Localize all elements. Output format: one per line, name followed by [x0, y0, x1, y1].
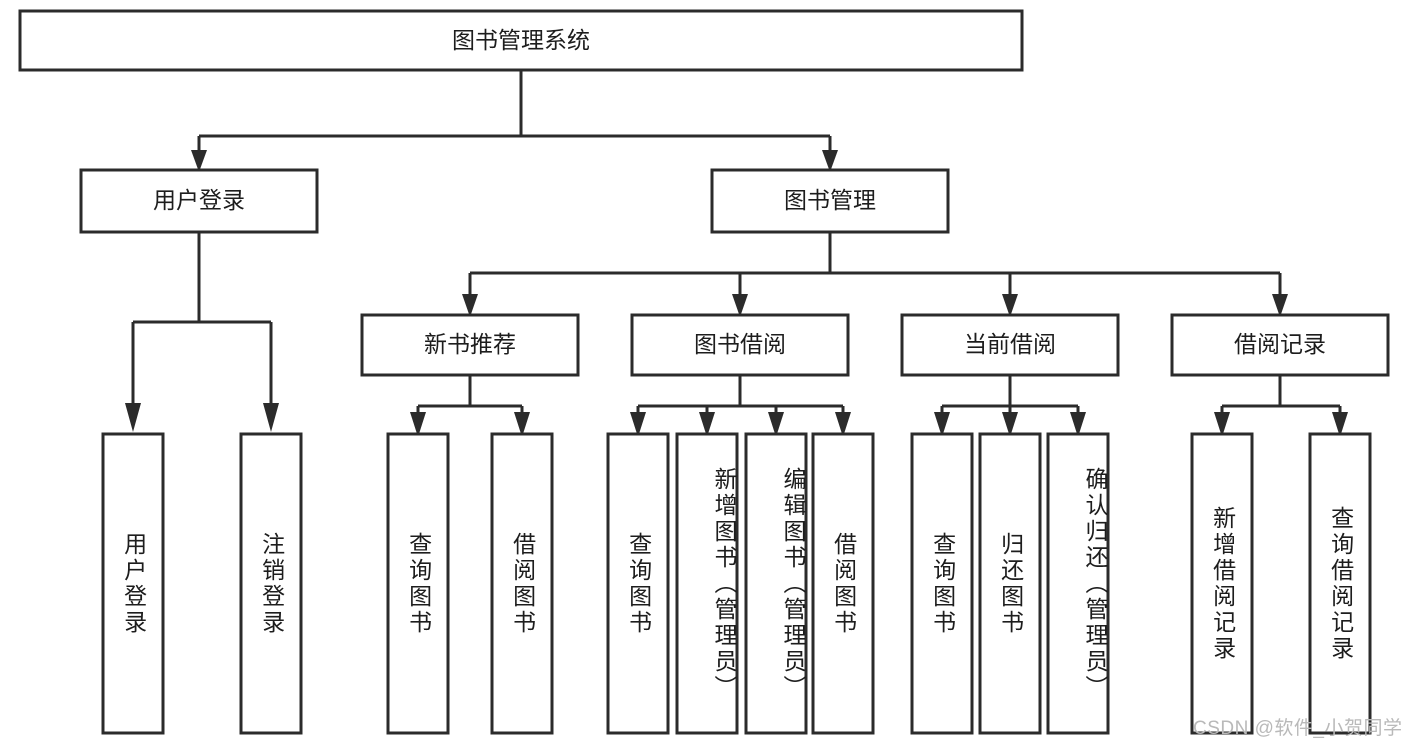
- arrowhead-borrow-record: [1272, 294, 1288, 317]
- arrowhead-br-leaf2: [1332, 412, 1348, 437]
- node-new-book-recommend-label: 新书推荐: [424, 331, 516, 357]
- arrowhead-br-leaf1: [1214, 412, 1230, 437]
- node-root[interactable]: 图书管理系统: [18, 9, 1024, 72]
- leaf-box-book-borrow-2[interactable]: [744, 432, 808, 735]
- leaf-box-book-borrow-1[interactable]: [675, 432, 739, 735]
- arrowhead-bb-leaf3: [768, 412, 784, 437]
- node-book-management-label: 图书管理: [784, 187, 876, 213]
- node-user-login-box[interactable]: [79, 168, 319, 234]
- arrowhead-leaf-logout: [263, 403, 279, 432]
- leaf-box-book-borrow-0[interactable]: [606, 432, 670, 735]
- node-book-management[interactable]: 图书管理: [710, 168, 950, 234]
- node-current-borrow-label: 当前借阅: [964, 331, 1056, 357]
- csdn-watermark: CSDN @软件_小贺同学: [1193, 718, 1403, 739]
- connector-group: [125, 70, 1348, 437]
- leaf-box-borrow-record-1[interactable]: [1308, 432, 1372, 735]
- node-book-borrow[interactable]: 图书借阅: [630, 313, 850, 377]
- arrowhead-cb-leaf1: [934, 412, 950, 437]
- leaf-box-current-borrow-2[interactable]: [1046, 432, 1110, 735]
- leaf-box-new-book-0[interactable]: [386, 432, 450, 735]
- node-new-book-recommend-box[interactable]: [360, 313, 580, 377]
- arrowhead-leaf-user-login: [125, 403, 141, 432]
- leaf-box-book-borrow-3[interactable]: [811, 432, 875, 735]
- node-borrow-record[interactable]: 借阅记录: [1170, 313, 1390, 377]
- node-book-management-box[interactable]: [710, 168, 950, 234]
- arrowhead-bb-leaf4: [835, 412, 851, 437]
- node-current-borrow[interactable]: 当前借阅: [900, 313, 1120, 377]
- arrowhead-book-borrow: [732, 294, 748, 317]
- leaf-box-borrow-record-0[interactable]: [1190, 432, 1254, 735]
- arrowhead-cb-leaf3: [1070, 412, 1086, 437]
- node-book-borrow-box[interactable]: [630, 313, 850, 377]
- leaf-box-user-login-0[interactable]: [101, 432, 165, 735]
- leaf-box-new-book-1[interactable]: [490, 432, 554, 735]
- node-book-borrow-label: 图书借阅: [694, 331, 786, 357]
- node-borrow-record-box[interactable]: [1170, 313, 1390, 377]
- node-user-login-label: 用户登录: [153, 187, 245, 213]
- leaf-box-current-borrow-1[interactable]: [978, 432, 1042, 735]
- leaf-box-user-login-1[interactable]: [239, 432, 303, 735]
- leaf-box-current-borrow-0[interactable]: [910, 432, 974, 735]
- arrowhead-current-borrow: [1002, 294, 1018, 317]
- node-user-login[interactable]: 用户登录: [79, 168, 319, 234]
- arrowhead-book-mgmt: [822, 150, 838, 172]
- arrowhead-bb-leaf1: [630, 412, 646, 437]
- arrowhead-new-book: [462, 294, 478, 317]
- arrowhead-nb-leaf2: [514, 412, 530, 437]
- node-current-borrow-box[interactable]: [900, 313, 1120, 377]
- node-new-book-recommend[interactable]: 新书推荐: [360, 313, 580, 377]
- leaf-box-group: [101, 432, 1372, 735]
- node-borrow-record-label: 借阅记录: [1234, 331, 1326, 357]
- node-root-label: 图书管理系统: [452, 27, 590, 53]
- arrowhead-bb-leaf2: [699, 412, 715, 437]
- arrowhead-user-login: [191, 150, 207, 172]
- arrowhead-cb-leaf2: [1002, 412, 1018, 437]
- node-root-box[interactable]: [18, 9, 1024, 72]
- arrowhead-nb-leaf1: [410, 412, 426, 437]
